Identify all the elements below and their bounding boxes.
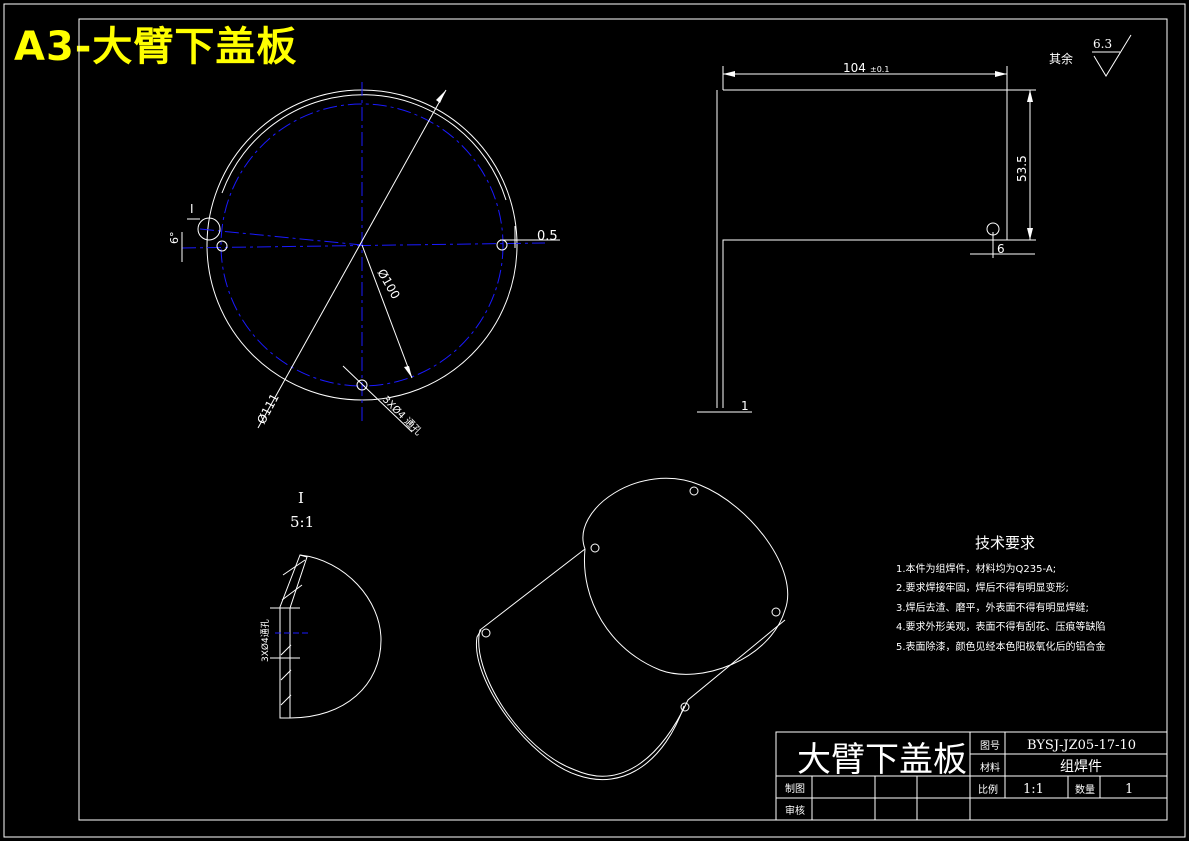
bolt-circle [220,103,504,387]
iso-hole [680,702,690,712]
detail-scale: 5:1 [290,513,314,531]
hole-right [496,239,508,251]
detail-hole-label: 3XØ4通孔 [260,619,271,662]
arrow-head [404,366,412,378]
tech-req-item: 5.表面除漆，颜色见经本色阳极氧化后的铝合金 [896,640,1106,653]
iso-hole [590,543,600,553]
side-view: 104 ±0.1 53.5 6 1 [697,61,1036,413]
front-view: I 6° 0.5 Ø100 Ø111 3XØ4 通孔 [168,82,560,438]
hatch [282,559,306,576]
title-block: 大臂下盖板 图号 BYSJ-JZ05-17-10 材料 组焊件 制图 审核 比例… [775,731,1168,821]
side-profile-outer [722,89,1008,408]
drawing-frame [78,18,1168,821]
center-line-angled [199,228,363,246]
roughness-value: 6.3 [1093,37,1112,51]
gap-label: 0.5 [537,229,558,244]
scale-label: 比例 [978,783,998,796]
arrow-head [723,71,735,77]
holes-label: 3XØ4 通孔 [380,394,424,438]
material: 组焊件 [1060,759,1102,775]
isometric-view [475,477,789,780]
tech-req-title: 技术要求 [975,534,1035,552]
arrow-head [436,90,446,103]
hole-bottom [356,379,368,391]
tech-req-item: 2.要求焊接牢固，焊后不得有明显变形; [896,581,1069,594]
outer-dia-label: Ø111 [254,391,282,426]
height-label: 53.5 [1015,155,1029,182]
detail-view: I 5:1 3XØ4通孔 [260,489,382,719]
hole-left [216,240,228,252]
hatch [280,694,292,706]
inner-rim [221,94,507,201]
inner-dia-label: Ø100 [374,267,402,302]
arrow-head [995,71,1007,77]
arrow-head [1027,228,1033,240]
hatch [281,584,303,601]
offset-label: 6 [997,242,1005,256]
iso-hole [771,607,781,617]
roughness-label: 其余 [1049,51,1073,66]
part-name: 大臂下盖板 [797,740,967,780]
drawing-no-label: 图号 [980,740,1000,752]
roughness-symbol: 其余 6.3 [1049,34,1132,77]
tech-req-item: 4.要求外形美观，表面不得有刮花、压痕等缺陷 [896,620,1106,633]
iso-body-edge [475,629,685,780]
detail-ref-label: I [190,202,194,216]
dim-leader-outer [257,89,447,429]
tech-requirements: 技术要求 1.本件为组焊件，材料均为Q235-A; 2.要求焊接牢固，焊后不得有… [896,534,1106,653]
scale-value: 1:1 [1023,782,1044,797]
angle-label: 6° [168,232,181,245]
detail-outline [289,554,382,719]
drawn-label: 制图 [785,782,805,795]
detail-label: I [298,489,304,507]
sheet-title: A3-大臂下盖板 [14,24,298,70]
width-tol-label: ±0.1 [870,65,889,74]
tech-req-item: 3.焊后去渣、磨平，外表面不得有明显焊缝; [896,601,1089,614]
iso-hole [481,628,491,638]
roughness-check-icon [1093,34,1132,77]
arrow-head [1027,90,1033,102]
outer-border [3,3,1186,838]
qty-value: 1 [1125,782,1133,797]
width-label: 104 [843,61,866,75]
iso-body [478,548,786,777]
center-line-h [181,242,546,249]
detail-marker-circle [197,217,221,241]
iso-hole [689,486,699,496]
dim-leader-inner [361,244,413,379]
qty-label: 数量 [1075,783,1095,796]
drawing-no: BYSJ-JZ05-17-10 [1027,738,1136,753]
hole-leader [342,365,413,433]
iso-end-face [582,477,789,675]
detail-section [279,554,308,719]
tech-req-item: 1.本件为组焊件，材料均为Q235-A; [896,562,1056,575]
material-label: 材料 [980,761,1000,774]
checked-label: 审核 [785,804,805,817]
hatch [280,669,292,681]
thickness-label: 1 [741,399,749,413]
hatch [280,644,292,656]
